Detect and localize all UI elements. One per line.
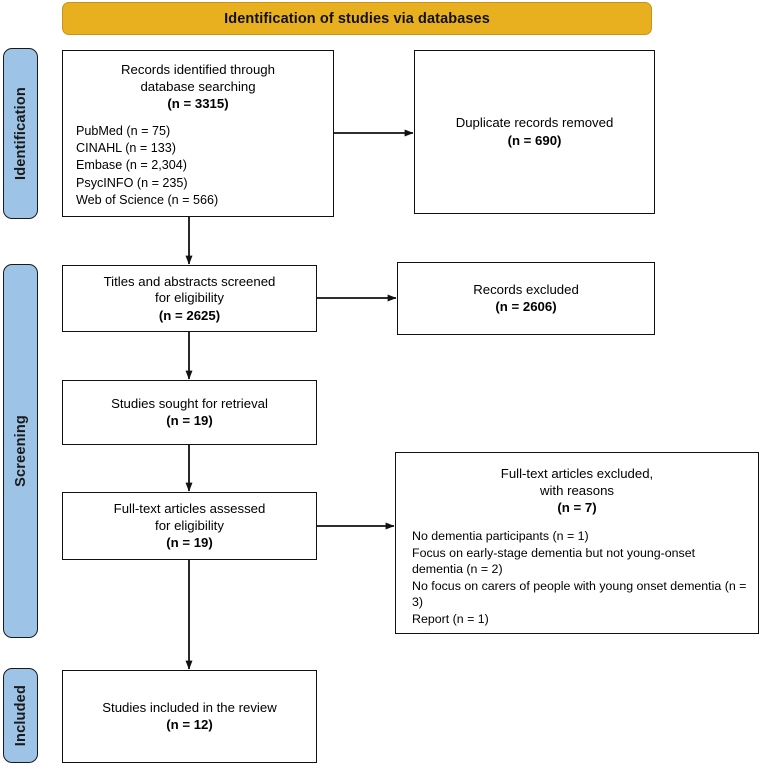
box-records-identified-sources: PubMed (n = 75) CINAHL (n = 133) Embase … [63,123,333,209]
source-psycinfo: PsycINFO (n = 235) [76,175,188,190]
reason-no-dementia-participants: No dementia participants (n = 1) [412,529,589,543]
source-cinahl: CINAHL (n = 133) [76,141,176,156]
box-records-excluded-title: Records excluded [473,281,579,297]
box-studies-sought-retrieval-title: Studies sought for retrieval [111,395,268,411]
box-fulltext-assessed-title: Full-text articles assessed for eligibil… [113,501,266,533]
source-web-of-science: Web of Science (n = 566) [76,192,219,207]
box-fulltext-assessed-count: (n = 19) [166,535,213,550]
box-studies-sought-retrieval-count: (n = 19) [166,413,213,429]
box-records-excluded-count: (n = 2606) [495,299,557,315]
phase-band-included: Included [3,668,38,763]
source-pubmed: PubMed (n = 75) [76,124,171,138]
box-records-identified-count: (n = 3315) [167,96,229,111]
box-titles-abstracts-screened-title: Titles and abstracts screened for eligib… [103,273,276,306]
box-duplicate-records-removed-count: (n = 690) [507,132,562,148]
phase-band-identification-label: Identification [12,86,29,181]
box-duplicate-records-removed-title: Duplicate records removed [455,115,614,131]
box-fulltext-excluded-reasons: No dementia participants (n = 1) Focus o… [396,528,758,628]
box-studies-sought-retrieval: Studies sought for retrieval (n = 19) [62,380,317,445]
reason-no-focus-on-carers: No focus on carers of people with young … [412,578,747,610]
box-fulltext-excluded-with-reasons: Full-text articles excluded, with reason… [395,452,759,634]
box-records-identified: Records identified through database sear… [62,50,334,217]
source-embase: Embase (n = 2,304) [76,158,187,173]
box-titles-abstracts-screened-count: (n = 2625) [158,307,221,323]
box-records-excluded: Records excluded (n = 2606) [397,262,655,335]
reason-report: Report (n = 1) [412,611,489,626]
box-records-identified-title: Records identified through database sear… [121,62,275,94]
phase-band-screening: Screening [3,264,38,638]
phase-band-screening-label: Screening [12,415,29,487]
reason-early-stage-dementia: Focus on early-stage dementia but not yo… [412,545,696,577]
header-banner-identification-via-databases: Identification of studies via databases [62,2,652,35]
box-fulltext-assessed: Full-text articles assessed for eligibil… [62,492,317,560]
box-titles-abstracts-screened: Titles and abstracts screened for eligib… [62,265,317,332]
phase-band-included-label: Included [12,684,29,747]
box-fulltext-excluded-title: Full-text articles excluded, with reason… [500,466,654,498]
box-studies-included-in-review: Studies included in the review (n = 12) [62,670,317,763]
box-fulltext-excluded-count: (n = 7) [557,500,597,515]
box-studies-included-title: Studies included in the review [102,699,277,715]
box-duplicate-records-removed: Duplicate records removed (n = 690) [414,50,655,214]
box-studies-included-count: (n = 12) [166,717,213,733]
header-banner-label: Identification of studies via databases [224,10,490,27]
phase-band-identification: Identification [3,48,38,219]
